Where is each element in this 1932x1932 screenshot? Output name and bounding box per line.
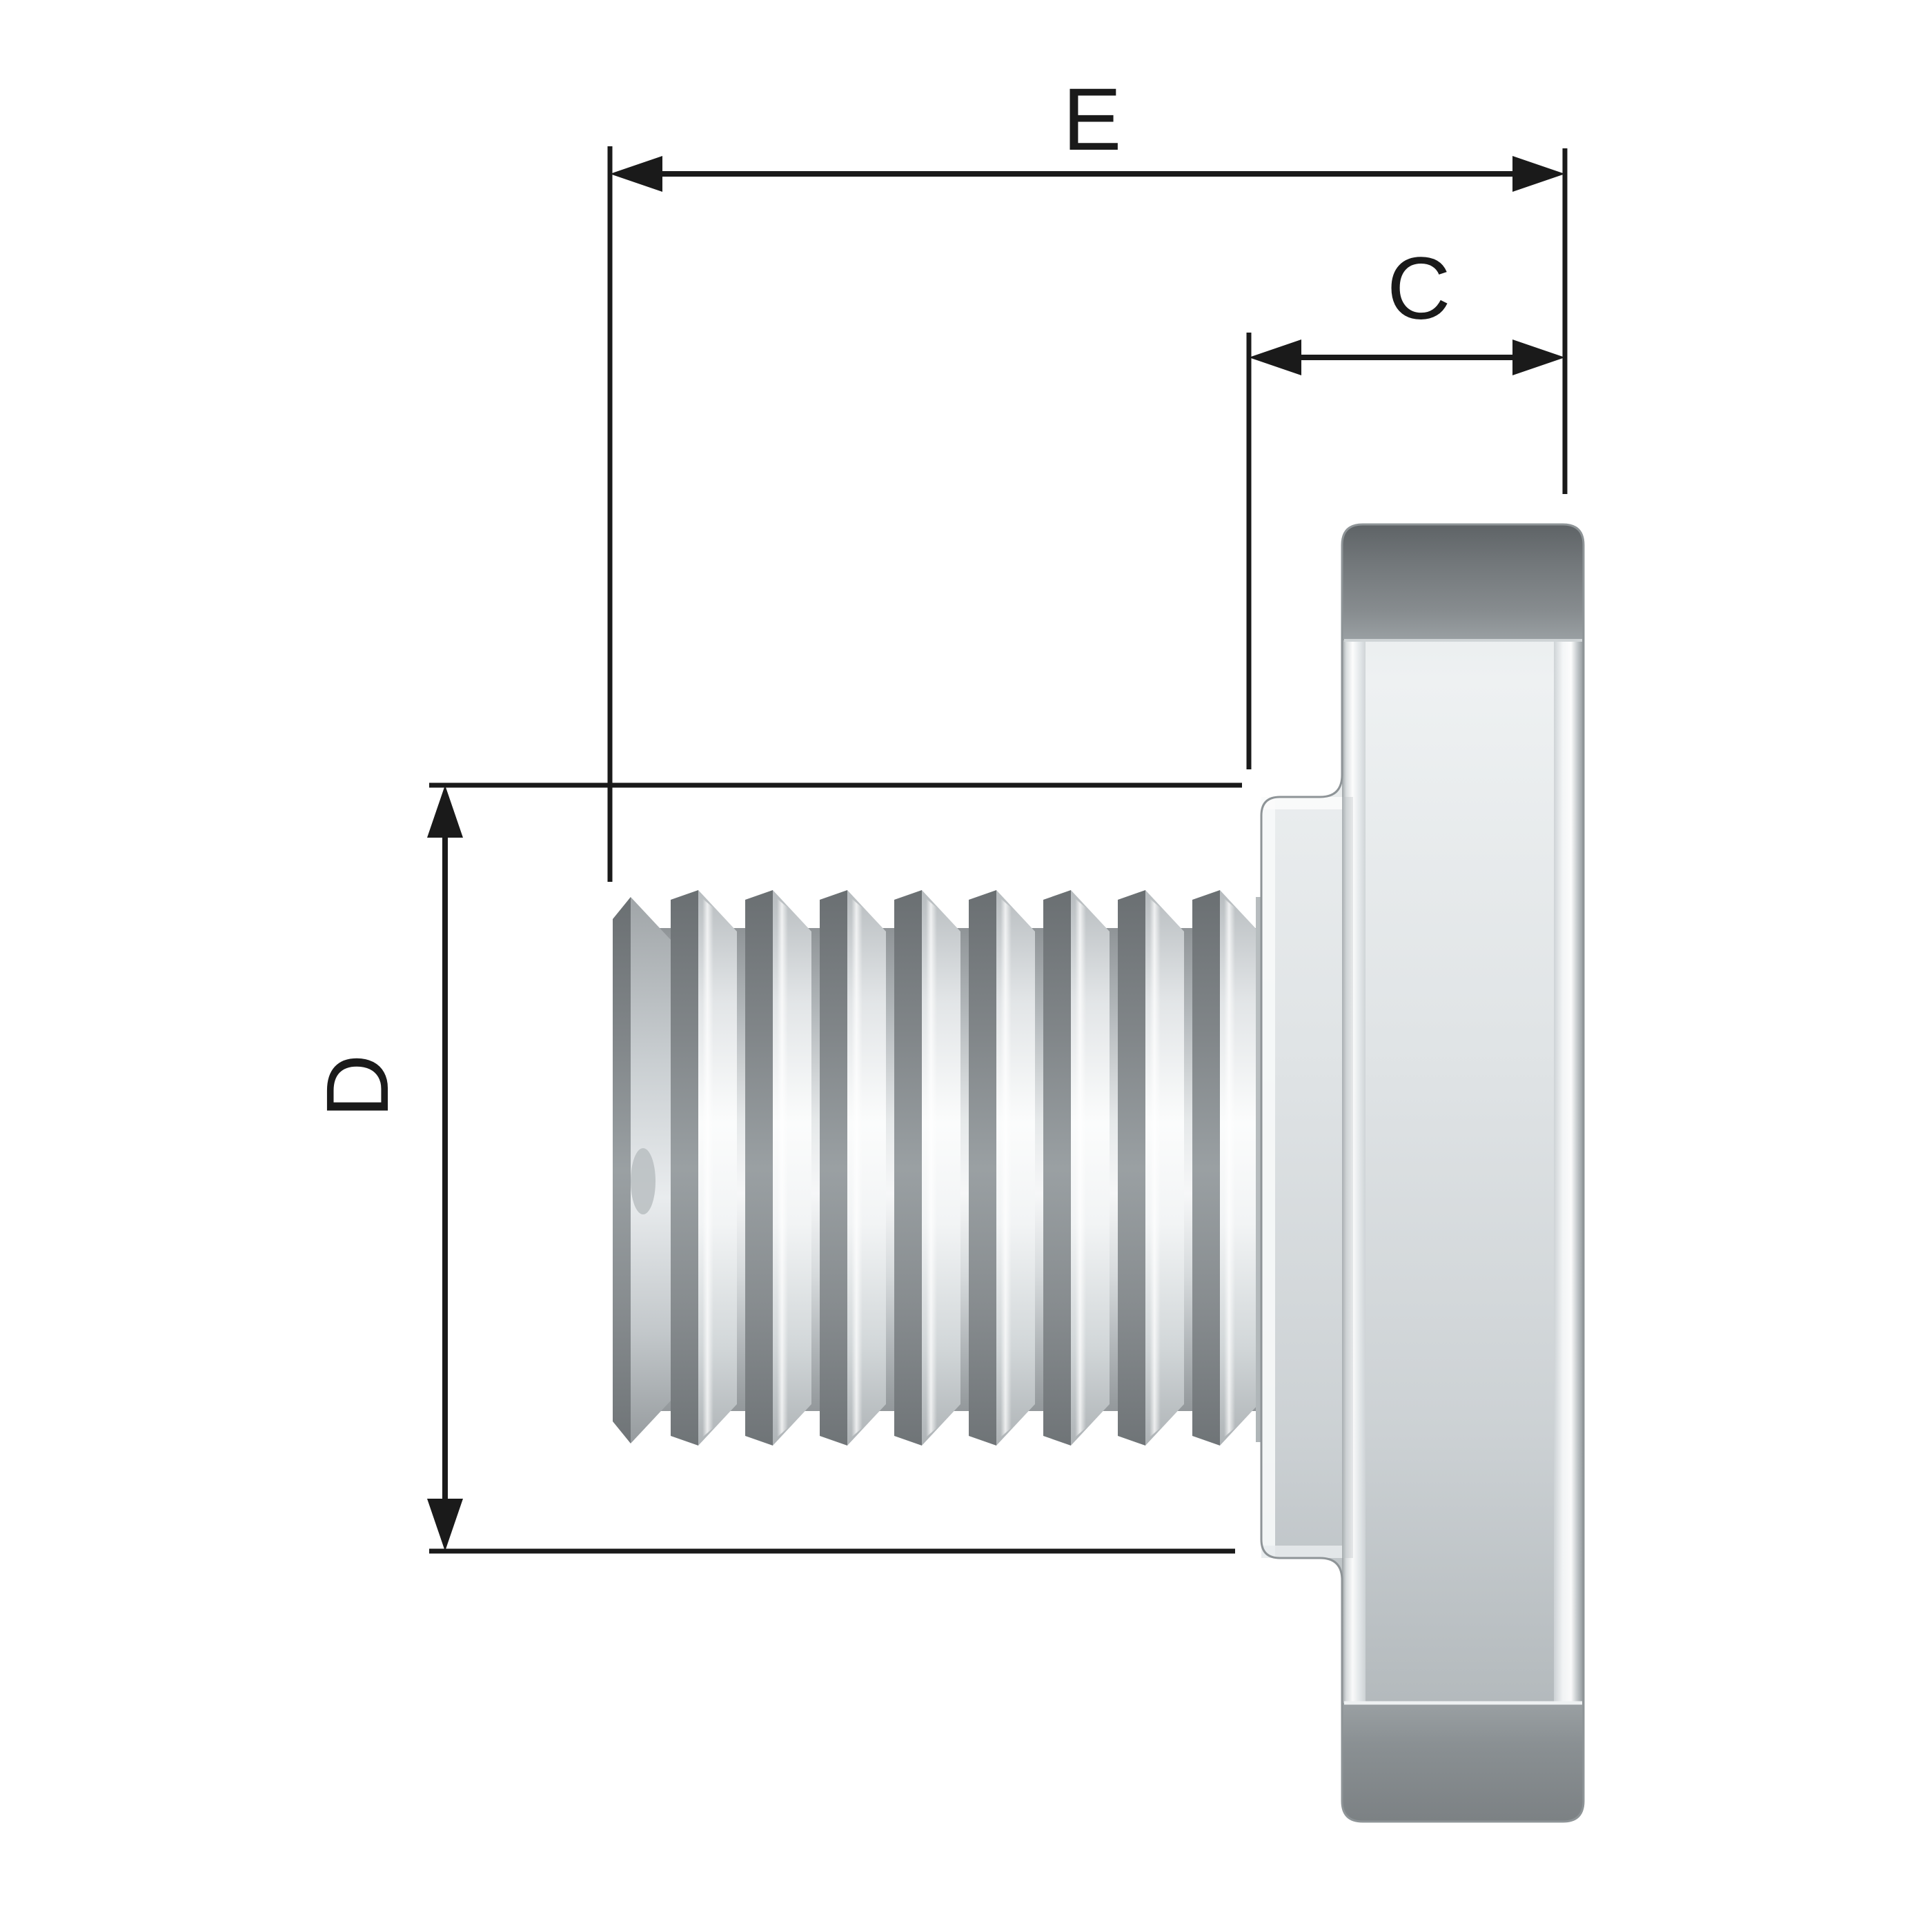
dimension-D-arrow-top (427, 785, 463, 838)
dimension-E (607, 146, 1568, 882)
dimension-C-arrow-left (1249, 339, 1301, 375)
part-threaded-flange-bolt (613, 523, 1585, 1823)
dimension-annotations (427, 146, 1568, 1554)
dimension-D-arrow-bottom (427, 1499, 463, 1551)
dimension-label-E: E (1063, 70, 1122, 169)
dimension-E-arrow-left (610, 156, 662, 192)
head-bottom-chamfer (1342, 1703, 1584, 1822)
dimension-label-D: D (308, 1054, 407, 1118)
dimension-label-C: C (1387, 239, 1451, 338)
dimension-D (427, 782, 1242, 1554)
dimension-C-arrow-right (1512, 339, 1565, 375)
head-top-chamfer (1342, 524, 1584, 640)
thread-teeth (613, 890, 1259, 1446)
bolt-head-flange (1260, 523, 1585, 1823)
dimension-C (1246, 333, 1565, 769)
dimension-E-arrow-right (1512, 156, 1565, 192)
